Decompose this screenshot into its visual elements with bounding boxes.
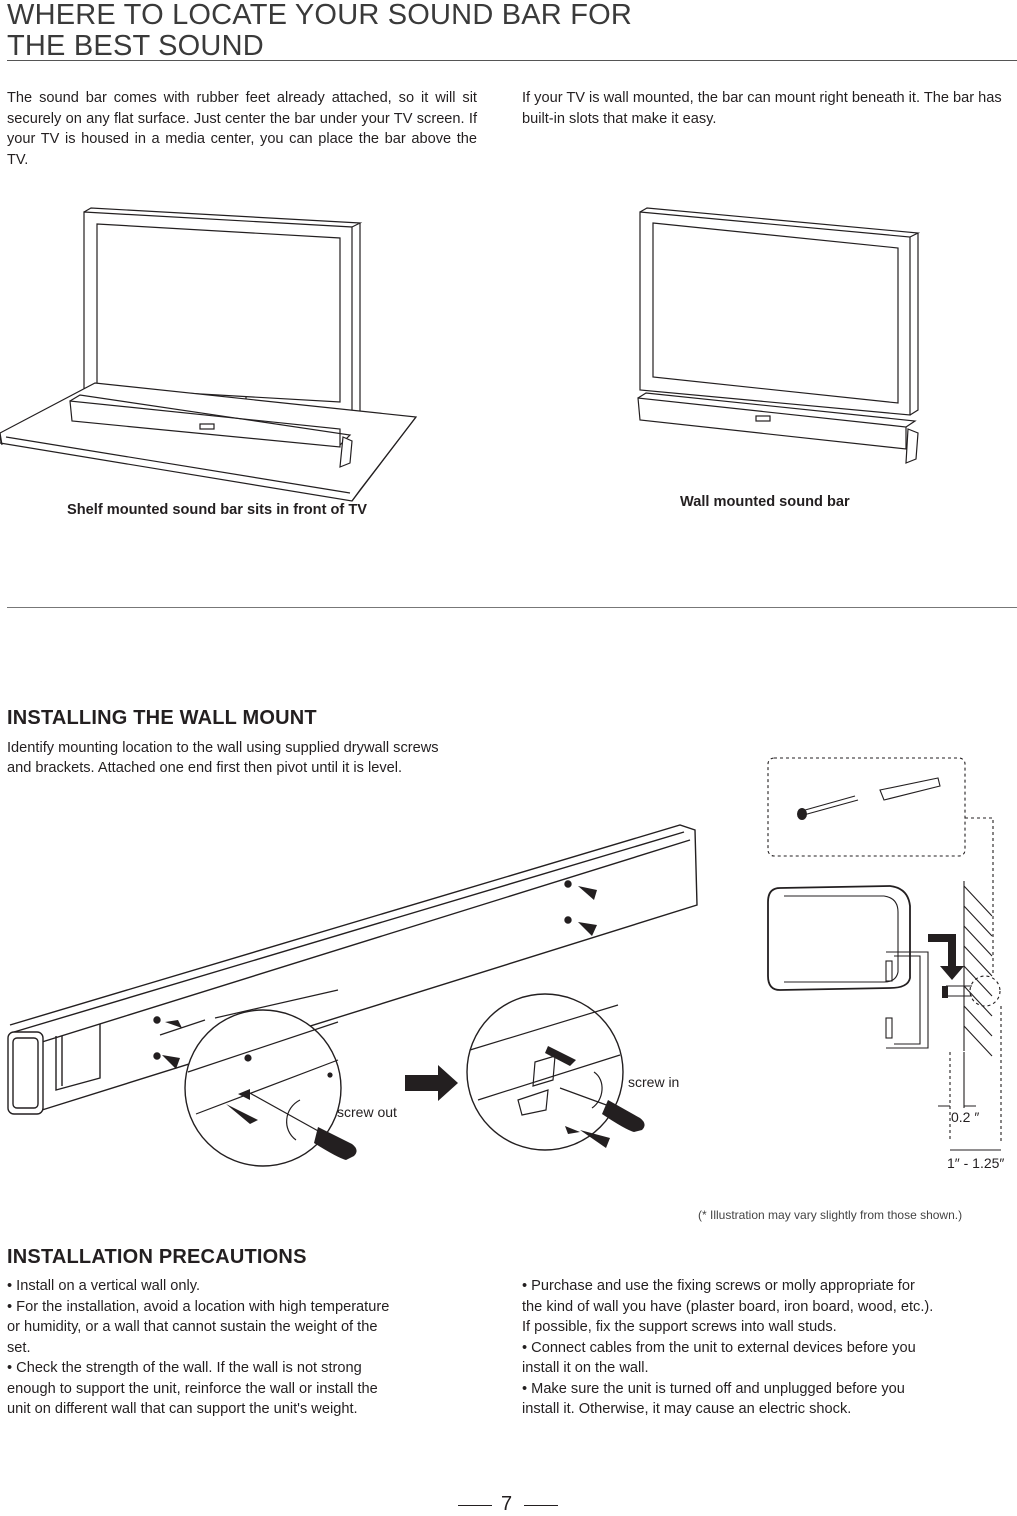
precautions-right-list: • Purchase and use the fixing screws or …	[522, 1276, 933, 1420]
precaution-line: • Make sure the unit is turned off and u…	[522, 1380, 905, 1397]
wall-caption: Wall mounted sound bar	[680, 494, 850, 510]
install-text-line1: Identify mounting location to the wall u…	[7, 740, 439, 756]
precaution-line: set.	[7, 1339, 31, 1356]
page-title-line2: THE BEST SOUND	[7, 30, 264, 62]
precaution-line: • For the installation, avoid a location…	[7, 1298, 390, 1315]
shelf-caption: Shelf mounted sound bar sits in front of…	[67, 502, 367, 518]
precaution-line: • Install on a vertical wall only.	[7, 1278, 201, 1294]
shelf-paragraph: The sound bar comes with rubber feet alr…	[7, 90, 477, 168]
precaution-line: install it. Otherwise, it may cause an e…	[522, 1401, 852, 1417]
page-title-line1: WHERE TO LOCATE YOUR SOUND BAR FOR	[7, 0, 633, 31]
precaution-line: If possible, fix the support screws into…	[522, 1319, 837, 1335]
precaution-line: or humidity, or a wall that cannot susta…	[7, 1319, 378, 1335]
wall-paragraph: If your TV is wall mounted, the bar can …	[522, 90, 1002, 127]
page-number-rule-left	[458, 1505, 492, 1506]
precaution-line: install it on the wall.	[522, 1360, 649, 1376]
precautions-left-list: • Install on a vertical wall only. • For…	[7, 1276, 389, 1420]
page-number: 7	[501, 1493, 513, 1515]
precaution-line: • Purchase and use the fixing screws or …	[522, 1278, 915, 1294]
screw-in-label: screw in	[628, 1074, 680, 1090]
wall-mount-bar-illustration	[7, 824, 698, 1167]
section-divider	[7, 607, 1017, 608]
precautions-heading: INSTALLATION PRECAUTIONS	[7, 1246, 307, 1268]
wall-tv-illustration	[637, 207, 921, 464]
precaution-line: the kind of wall you have (plaster board…	[522, 1298, 934, 1315]
precaution-line: unit on different wall that can support …	[7, 1401, 358, 1417]
install-text-line2: and brackets. Attached one end first the…	[7, 760, 403, 776]
page-title: WHERE TO LOCATE YOUR SOUND BAR FOR THE B…	[7, 0, 632, 62]
precaution-line: • Connect cables from the unit to extern…	[522, 1339, 916, 1356]
precaution-line: enough to support the unit, reinforce th…	[7, 1380, 378, 1397]
install-heading: INSTALLING THE WALL MOUNT	[7, 707, 317, 729]
clearance-large-label: 1″ - 1.25″	[947, 1155, 1005, 1171]
clearance-small-label: 0.2 ″	[951, 1109, 980, 1125]
shelf-tv-illustration	[0, 207, 418, 502]
screw-out-label: screw out	[337, 1104, 397, 1120]
page-number-rule-right	[524, 1505, 558, 1506]
precaution-line: • Check the strength of the wall. If the…	[7, 1360, 362, 1376]
bracket-detail-illustration	[767, 757, 1002, 1151]
illustration-note: (* Illustration may vary slightly from t…	[698, 1208, 963, 1222]
title-divider	[7, 60, 1017, 61]
